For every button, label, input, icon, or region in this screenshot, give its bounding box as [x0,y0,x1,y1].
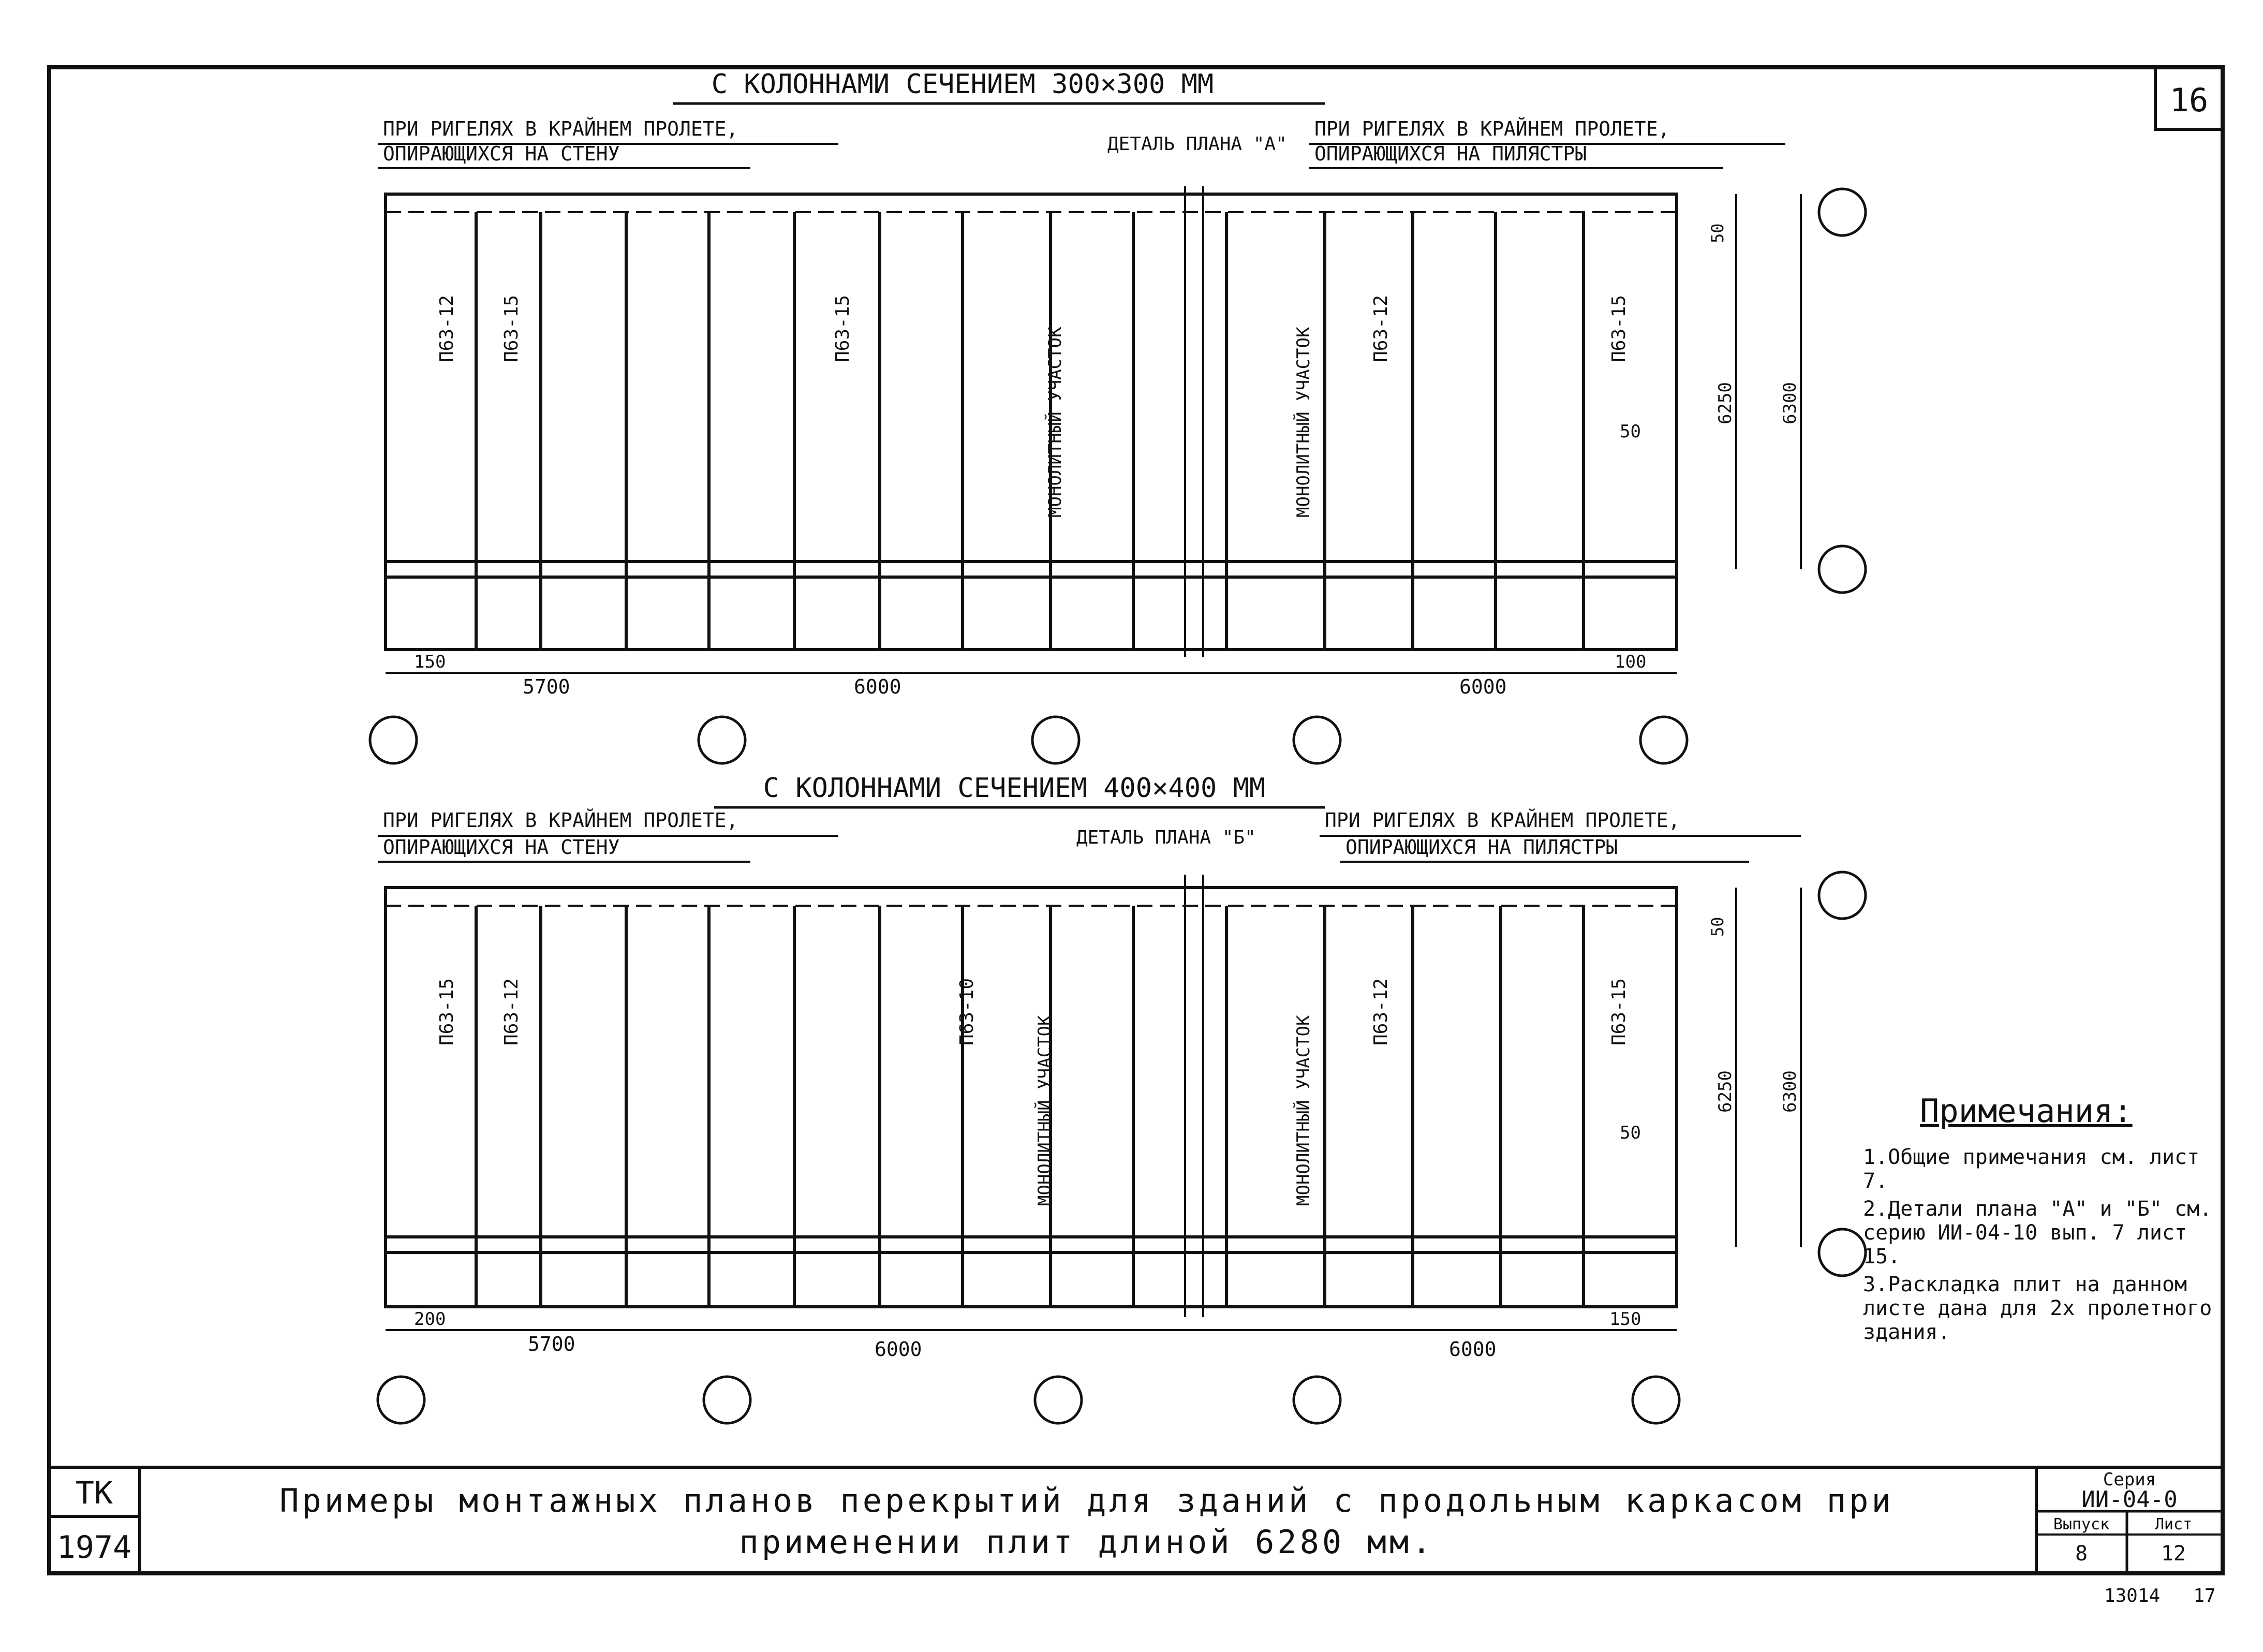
note-item: 1.Общие примечания см. лист 7. [1863,1145,2200,1193]
top-dim-inner: 6250 [1715,382,1736,424]
bottom-dim-bay2: 6000 [875,1338,922,1361]
bottom-right-caption-2: ОПИРАЮЩИХСЯ НА ПИЛЯСТРЫ [1345,836,1618,859]
bottom-axis-circles [376,871,1867,1425]
sheet-number: 16 [2170,81,2209,119]
top-title: С КОЛОННАМИ СЕЧЕНИЕМ 300×300 ММ [712,69,1214,100]
bottom-monolith-label: МОНОЛИТНЫЙ УЧАСТОК [1293,1015,1314,1206]
top-slab-label: П63-12 [1370,295,1392,362]
bottom-slab-label: П63-15 [1608,978,1630,1045]
top-plan: С КОЛОННАМИ СЕЧЕНИЕМ 300×300 ММ ПРИ РИГЕ… [368,69,1867,765]
top-monolith-label: МОНОЛИТНЫЙ УЧАСТОК [1044,327,1066,518]
sheet-frame [47,65,2225,1575]
bottom-slab-label: П63-10 [956,978,978,1045]
bottom-slab-label: П63-12 [1370,978,1392,1045]
bottom-left-caption-1: ПРИ РИГЕЛЯХ В КРАЙНЕМ ПРОЛЕТЕ, [383,809,738,832]
bottom-plan: С КОЛОННАМИ СЕЧЕНИЕМ 400×400 ММ ПРИ РИГЕ… [376,773,1867,1425]
bottom-dim-end: 150 [1609,1309,1641,1330]
bottom-dim-bottom-offset: 50 [1620,1123,1641,1143]
top-monolith-label: МОНОЛИТНЫЙ УЧАСТОК [1293,327,1314,518]
title-block-series-value: ИИ-04-0 [2081,1486,2177,1513]
bottom-slab-label: П63-12 [501,978,522,1045]
title-block-org: ТК [76,1475,113,1511]
top-dim-end: 100 [1615,652,1646,672]
title-block: ТК 1974 Серия ИИ-04-0 Выпуск 8 Лист 12 1… [49,1466,2223,1606]
note-item: 3.Раскладка плит на данном листе дана дл… [1863,1273,2212,1344]
title-block-issue-value: 8 [2075,1542,2088,1566]
top-slab-lines [475,212,1585,650]
top-dim-bay2: 6000 [854,675,901,698]
archive-page: 17 [2193,1585,2215,1606]
top-slab-label: П63-12 [436,295,457,362]
top-slab-label: П63-15 [1608,295,1630,362]
top-slab-label: П63-15 [501,295,522,362]
top-slab-labels: П63-12 П63-15 П63-15 П63-12 П63-15 [436,295,1630,362]
bottom-dim-outer: 6300 [1780,1070,1800,1113]
bottom-slab-labels: П63-15 П63-12 П63-10 П63-12 П63-15 [436,978,1630,1045]
top-left-caption-2: ОПИРАЮЩИХСЯ НА СТЕНУ [383,142,620,165]
bottom-left-caption-2: ОПИРАЮЩИХСЯ НА СТЕНУ [383,836,620,859]
bottom-slab-lines [475,906,1585,1307]
top-right-caption-1: ПРИ РИГЕЛЯХ В КРАЙНЕМ ПРОЛЕТЕ, [1314,117,1669,140]
bottom-slab-label: П63-15 [436,978,457,1045]
top-right-caption-2: ОПИРАЮЩИХСЯ НА ПИЛЯСТРЫ [1314,142,1587,165]
top-slab-label: П63-15 [832,295,853,362]
bottom-dim-top-offset: 50 [1708,917,1727,937]
bottom-dim-bay1: 5700 [528,1333,575,1355]
bottom-detail-label: ДЕТАЛЬ ПЛАНА "Б" [1076,827,1256,848]
drawing-title-line-2: применении плит длиной 6280 мм. [739,1523,1434,1561]
top-plan-outline [384,193,1678,651]
top-dim-bay3: 6000 [1459,675,1507,698]
top-dim-bay1: 5700 [523,675,570,698]
bottom-monolith-label: МОНОЛИТНЫЙ УЧАСТОК [1034,1015,1055,1206]
notes-block: Примечания: 1.Общие примечания см. лист … [1863,1092,2225,1348]
top-detail-label: ДЕТАЛЬ ПЛАНА "А" [1107,134,1287,155]
sheet-number-box [2154,66,2224,131]
title-block-year: 1974 [57,1529,132,1566]
bottom-dim-inner: 6250 [1715,1070,1736,1113]
bottom-dim-edge: 200 [414,1309,446,1330]
drawing-title-line-1: Примеры монтажных планов перекрытий для … [279,1482,1894,1520]
archive-number: 13014 [2104,1585,2160,1606]
top-dim-top-offset: 50 [1708,223,1727,243]
title-block-sheet-value: 12 [2161,1542,2186,1566]
title-block-issue-label: Выпуск [2053,1515,2109,1533]
top-dim-edge: 150 [414,652,446,672]
note-item: 2.Детали плана "А" и "Б" см. серию ИИ-04… [1863,1197,2212,1269]
drawing-title: Примеры монтажных планов перекрытий для … [155,1480,2018,1563]
bottom-plan-outline [384,886,1678,1308]
bottom-right-caption-1: ПРИ РИГЕЛЯХ В КРАЙНЕМ ПРОЛЕТЕ, [1325,809,1680,832]
top-dim-outer: 6300 [1780,382,1800,424]
bottom-dim-bay3: 6000 [1449,1338,1497,1361]
top-left-caption-1: ПРИ РИГЕЛЯХ В КРАЙНЕМ ПРОЛЕТЕ, [383,117,738,140]
title-block-sheet-label: Лист [2155,1515,2192,1533]
top-axis-circles [368,187,1867,765]
bottom-title: С КОЛОННАМИ СЕЧЕНИЕМ 400×400 ММ [763,773,1266,804]
title-block-series-label: Серия [2103,1469,2156,1490]
notes-title: Примечания: [1920,1092,2133,1130]
top-dim-bottom-offset: 50 [1620,421,1641,442]
